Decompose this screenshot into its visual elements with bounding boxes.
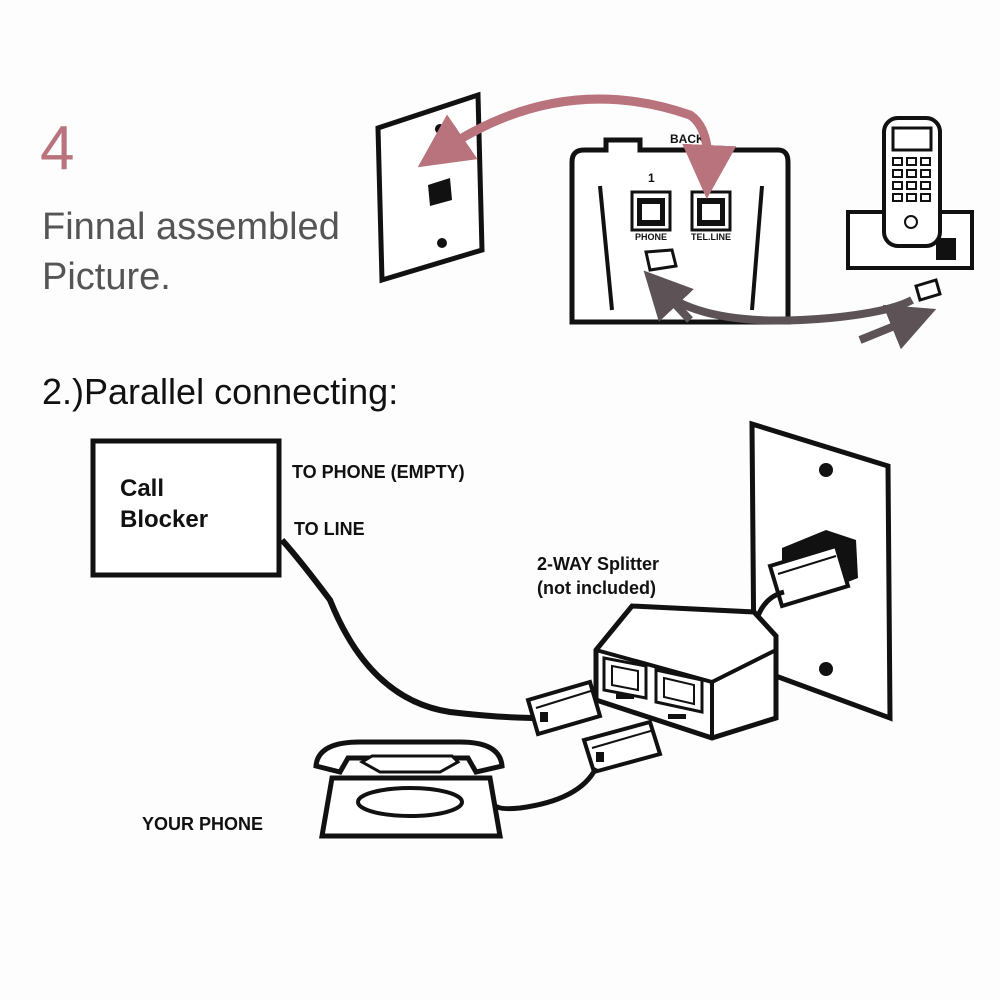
port-2-number: 2 (706, 171, 713, 185)
splitter-label-line-1: 2-WAY Splitter (537, 554, 659, 574)
phone-connection-arrow-right (858, 304, 937, 350)
device-label-line-1: Call (120, 475, 164, 502)
device-label-line-2: Blocker (120, 506, 208, 533)
port-1-number: 1 (648, 171, 655, 185)
caption-line-1: Finnal assembled (42, 206, 340, 248)
caption-line-2: Picture. (42, 256, 171, 298)
call-blocker-box: Call Blocker (90, 438, 282, 578)
rj11-plug-icon (525, 679, 603, 737)
splitter-label-line-2: (not included) (537, 578, 656, 598)
port-1-label: PHONE (635, 232, 667, 242)
step-number: 4 (40, 114, 75, 183)
desk-phone-icon (313, 739, 505, 839)
phone-cable (494, 766, 599, 812)
device-back-panel: BACK 1 2 PHONE TEL.LINE (569, 132, 791, 325)
line-cable (279, 537, 541, 721)
section-heading: 2.)Parallel connecting: (42, 371, 399, 412)
line-connection-arrow (417, 94, 737, 199)
rj11-plug-icon (581, 719, 663, 775)
to-phone-label: TO PHONE (EMPTY) (292, 462, 465, 482)
splitter-icon (593, 603, 779, 741)
cordless-phone-icon (846, 116, 974, 302)
rj11-plug-icon (644, 248, 678, 272)
to-line-label: TO LINE (294, 519, 365, 539)
your-phone-label: YOUR PHONE (142, 814, 263, 834)
port-2-label: TEL.LINE (691, 232, 731, 242)
rj11-plug-icon (914, 278, 942, 302)
phone-connection-arrow-left (643, 270, 694, 323)
wall-jack-icon (375, 91, 485, 284)
